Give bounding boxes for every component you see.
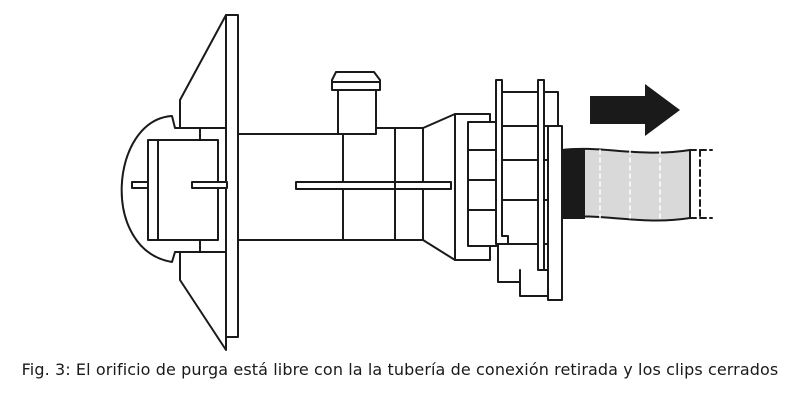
- purge-port: [331, 71, 381, 135]
- connection-hose: [561, 147, 713, 222]
- figure-caption: Fig. 3: El orificio de purga está libre …: [21, 360, 779, 379]
- mounting-flange: [179, 14, 239, 351]
- retaining-clips: [495, 79, 563, 301]
- direction-arrow: [590, 84, 680, 136]
- dome-cap: [120, 115, 219, 263]
